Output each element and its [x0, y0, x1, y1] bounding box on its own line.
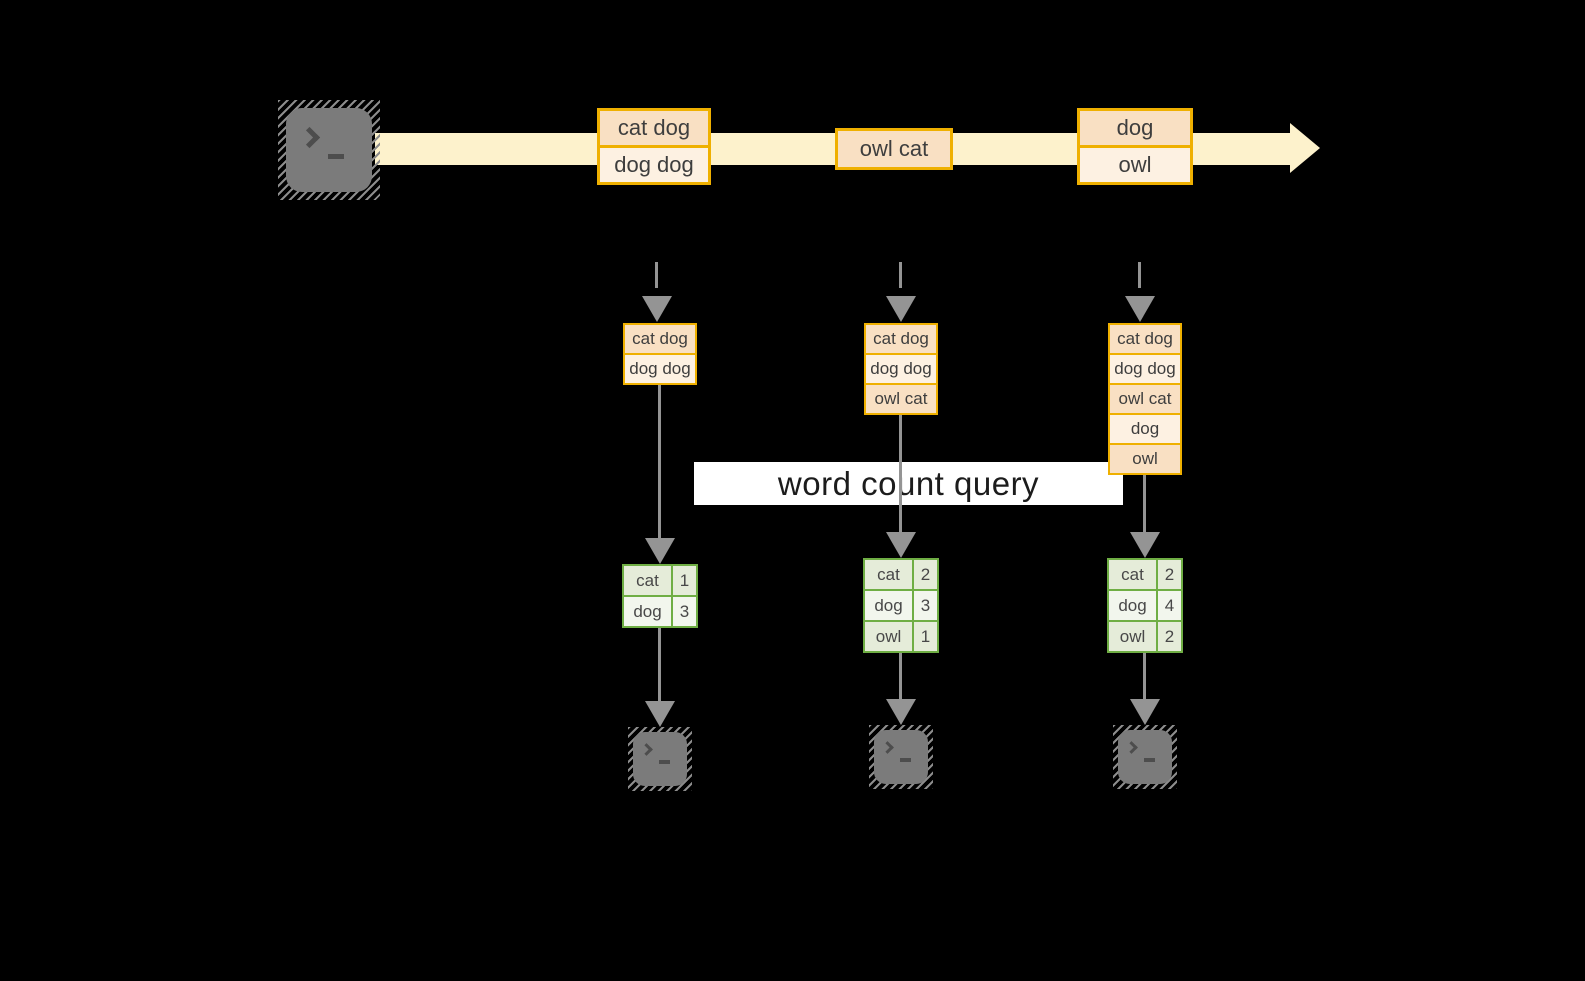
- stream-batch-row: owl: [1080, 148, 1190, 182]
- dashed-arrow-line: [899, 262, 902, 288]
- table-row: cat 2: [1109, 560, 1181, 589]
- word-cell: cat: [1109, 560, 1156, 589]
- microbatch-row: owl cat: [1110, 385, 1180, 413]
- table-row: cat 2: [865, 560, 937, 589]
- flow-arrow-head-icon: [1130, 699, 1160, 725]
- terminal-cursor-icon: [900, 758, 911, 762]
- dashed-arrow-head-icon: [886, 296, 916, 322]
- microbatch-row: owl cat: [866, 385, 936, 413]
- count-cell: 1: [914, 622, 937, 651]
- flow-arrow-line: [899, 653, 902, 701]
- microbatch-input-3: cat dog dog dog owl cat dog owl: [1108, 323, 1182, 475]
- count-cell: 2: [1158, 622, 1181, 651]
- flow-arrow-head-icon: [886, 532, 916, 558]
- table-row: owl 1: [865, 622, 937, 651]
- terminal-prompt-icon: [640, 743, 653, 756]
- word-cell: dog: [865, 591, 912, 620]
- stream-batch-3: dog owl: [1077, 108, 1193, 185]
- wordcount-table-3: cat 2 dog 4 owl 2: [1107, 558, 1183, 653]
- terminal-prompt-icon: [881, 741, 894, 754]
- word-cell: cat: [624, 566, 671, 595]
- word-cell: owl: [1109, 622, 1156, 651]
- flow-arrow-head-icon: [886, 699, 916, 725]
- microbatch-row: dog: [1110, 415, 1180, 443]
- terminal-screen: [874, 730, 928, 784]
- microbatch-row: dog dog: [1110, 355, 1180, 383]
- terminal-cursor-icon: [659, 760, 670, 764]
- terminal-prompt-icon: [298, 126, 321, 149]
- count-cell: 2: [914, 560, 937, 589]
- count-cell: 3: [914, 591, 937, 620]
- table-row: cat 1: [624, 566, 696, 595]
- stream-batch-row: dog: [1080, 111, 1190, 145]
- dashed-arrow-line: [1138, 262, 1141, 288]
- wordcount-table-2: cat 2 dog 3 owl 1: [863, 558, 939, 653]
- sink-terminal-icon: [628, 727, 692, 791]
- sink-terminal-icon: [869, 725, 933, 789]
- terminal-screen: [286, 108, 372, 192]
- word-cell: cat: [865, 560, 912, 589]
- count-cell: 4: [1158, 591, 1181, 620]
- terminal-cursor-icon: [1144, 758, 1155, 762]
- table-row: dog 4: [1109, 591, 1181, 620]
- stream-batch-2: owl cat: [835, 128, 953, 170]
- microbatch-row: cat dog: [866, 325, 936, 353]
- count-cell: 2: [1158, 560, 1181, 589]
- table-row: dog 3: [624, 597, 696, 626]
- word-cell: owl: [865, 622, 912, 651]
- flow-arrow-line: [658, 628, 661, 703]
- query-label: word count query: [777, 464, 1040, 502]
- sink-terminal-icon: [1113, 725, 1177, 789]
- microbatch-row: dog dog: [866, 355, 936, 383]
- source-terminal-icon: [278, 100, 380, 200]
- flow-arrow-line: [658, 385, 661, 540]
- dashed-arrow-line: [655, 262, 658, 288]
- stream-arrowhead-icon: [1290, 123, 1320, 173]
- microbatch-input-2: cat dog dog dog owl cat: [864, 323, 938, 415]
- wordcount-table-1: cat 1 dog 3: [622, 564, 698, 628]
- count-cell: 1: [673, 566, 696, 595]
- dashed-arrow-head-icon: [1125, 296, 1155, 322]
- terminal-cursor-icon: [328, 154, 344, 159]
- stream-batch-row: owl cat: [838, 131, 950, 167]
- microbatch-row: cat dog: [1110, 325, 1180, 353]
- terminal-screen: [633, 732, 687, 786]
- microbatch-row: dog dog: [625, 355, 695, 383]
- dashed-arrow-head-icon: [642, 296, 672, 322]
- table-row: owl 2: [1109, 622, 1181, 651]
- microbatch-row: cat dog: [625, 325, 695, 353]
- flow-arrow-head-icon: [1130, 532, 1160, 558]
- flow-arrow-line: [1143, 653, 1146, 701]
- terminal-screen: [1118, 730, 1172, 784]
- count-cell: 3: [673, 597, 696, 626]
- stream-batch-row: dog dog: [600, 148, 708, 182]
- stream-batch-1: cat dog dog dog: [597, 108, 711, 185]
- flow-arrow-line: [899, 415, 902, 534]
- stream-batch-row: cat dog: [600, 111, 708, 145]
- flow-arrow-line: [1143, 475, 1146, 534]
- microbatch-row: owl: [1110, 445, 1180, 473]
- terminal-prompt-icon: [1125, 741, 1138, 754]
- flow-arrow-head-icon: [645, 701, 675, 727]
- flow-arrow-head-icon: [645, 538, 675, 564]
- microbatch-input-1: cat dog dog dog: [623, 323, 697, 385]
- table-row: dog 3: [865, 591, 937, 620]
- query-label-band: word count query: [694, 462, 1123, 505]
- word-cell: dog: [1109, 591, 1156, 620]
- word-cell: dog: [624, 597, 671, 626]
